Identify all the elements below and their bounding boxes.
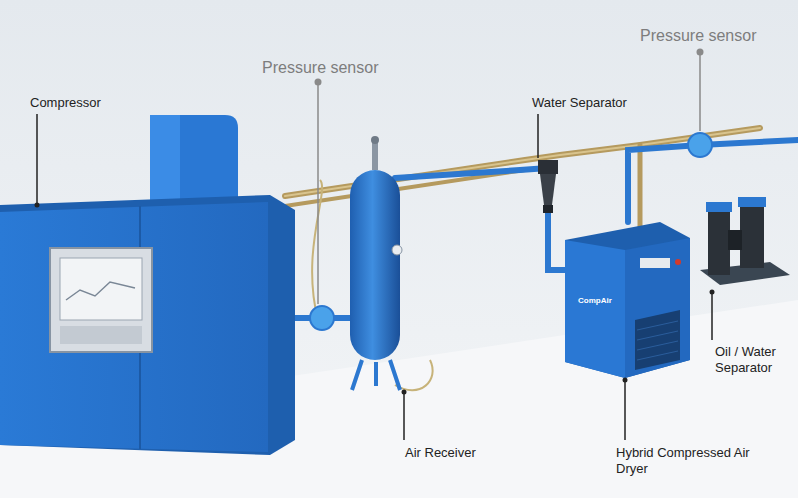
pressure-sensor-disc bbox=[310, 306, 334, 330]
part-label: Water Separator bbox=[532, 95, 627, 111]
part-label: Compressor bbox=[30, 95, 101, 111]
part-label: Oil / Water Separator bbox=[715, 344, 793, 375]
sensor-label: Pressure sensor bbox=[262, 58, 379, 77]
compressor-unit bbox=[0, 115, 295, 455]
part-label: Hybrid Compressed Air Dryer bbox=[616, 445, 751, 476]
part-label: Air Receiver bbox=[405, 445, 476, 461]
hose bbox=[312, 180, 322, 320]
pressure-sensor-disc bbox=[688, 133, 712, 157]
water-separator-unit bbox=[538, 160, 558, 213]
leader-lines bbox=[35, 49, 715, 441]
brand-logo-text: CompAir bbox=[578, 296, 612, 306]
dryer-unit bbox=[565, 222, 690, 378]
oil-water-separator-unit bbox=[700, 197, 790, 285]
air-receiver-tank bbox=[350, 136, 402, 390]
sensor-label: Pressure sensor bbox=[640, 26, 757, 45]
